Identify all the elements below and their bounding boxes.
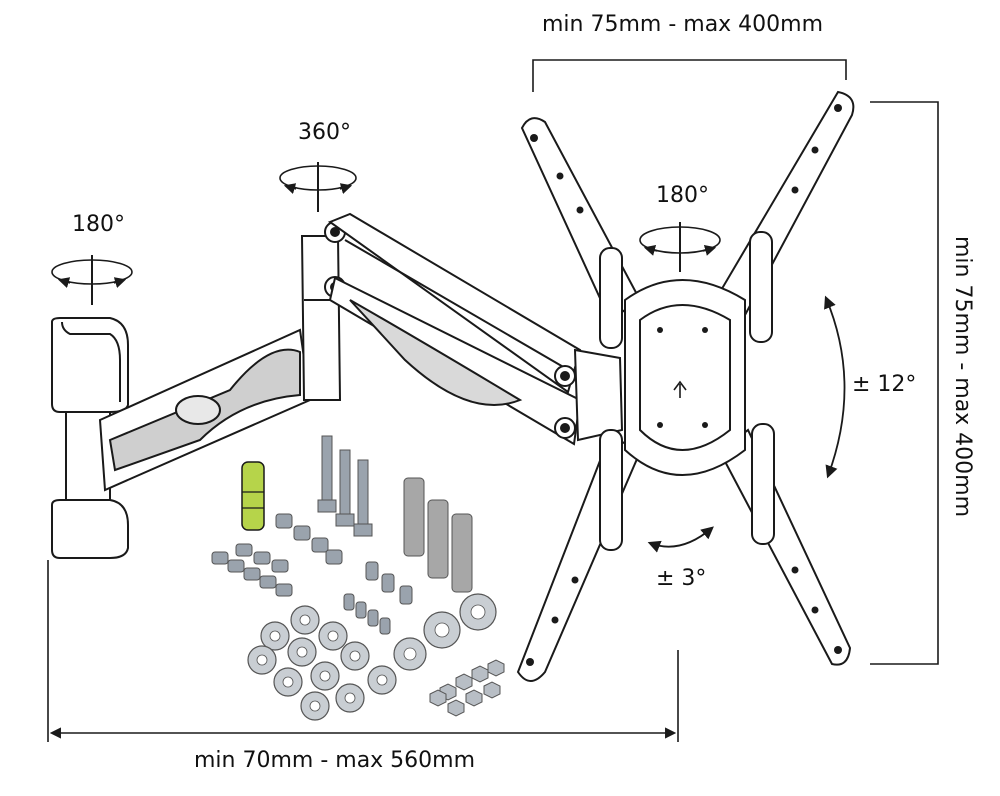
washer-holes [256,604,486,712]
elbow-joint [300,221,346,401]
bubble-level [241,461,265,531]
nuts [429,659,505,717]
wall-swivel-indicator [51,255,133,305]
arm-swivel-label: 360° [298,120,351,145]
tilt-indicator [824,295,846,479]
dimension-height [870,101,939,665]
height-range-label: min 75mm - max 400mm [950,236,975,518]
accessories [211,435,505,721]
width-range-label: min 75mm - max 400mm [542,12,824,37]
wall-plate [51,317,129,559]
rotation-label: ± 3° [656,566,707,591]
wall-anchors [403,477,473,593]
head-swivel-label: 180° [656,183,709,208]
gas-spring-arm [327,212,624,446]
wall-swivel-label: 180° [72,212,125,237]
rotation-indicator [647,526,714,553]
head-swivel-indicator [639,222,721,272]
bolts [211,513,413,635]
vesa-x-bracket [516,90,855,682]
dimension-width [532,59,847,92]
arm-swivel-indicator [279,162,357,212]
lower-arm [98,328,312,492]
dimension-extension [47,560,679,742]
lag-screws [317,435,373,537]
tilt-label: ± 12° [852,372,917,397]
extension-range-label: min 70mm - max 560mm [194,748,476,773]
